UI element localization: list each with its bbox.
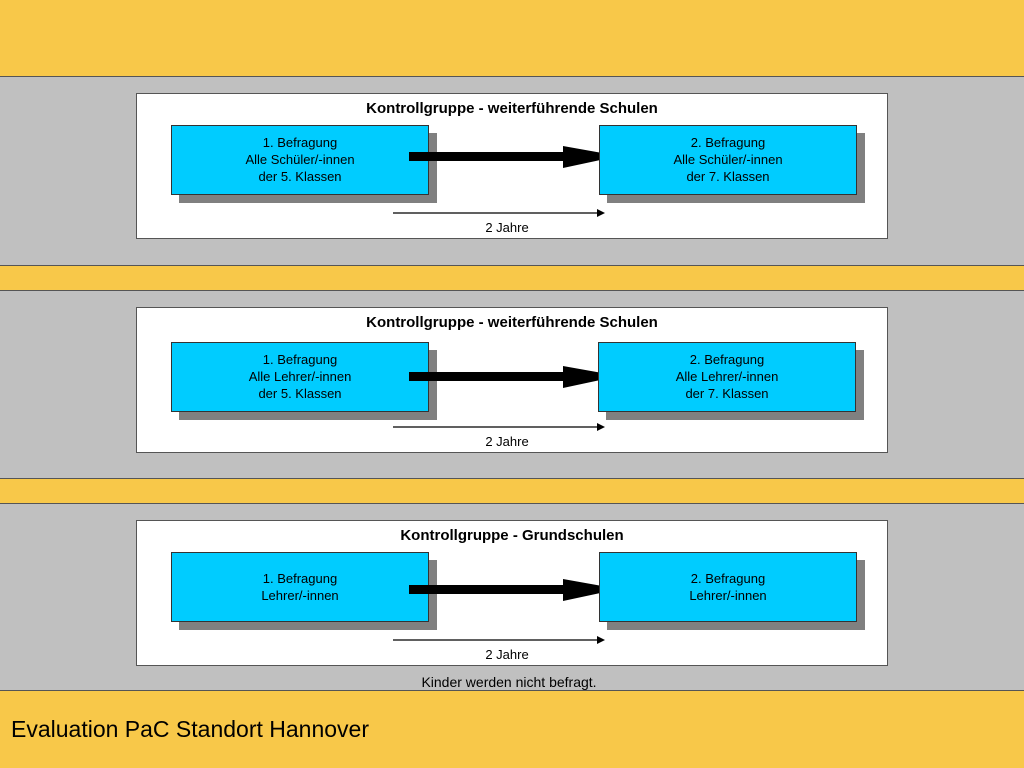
- panel-title: Kontrollgruppe - weiterführende Schulen: [366, 314, 658, 331]
- duration-label: 2 Jahre: [485, 220, 529, 235]
- box-line: Alle Schüler/-innen: [673, 152, 783, 167]
- panel-primary: Kontrollgruppe - Grundschulen 1. Befragu…: [136, 520, 888, 666]
- timeline-arrow: [393, 636, 605, 644]
- flow-arrow: [409, 146, 619, 168]
- box-line: 2. Befragung: [690, 135, 766, 150]
- timeline-arrow: [393, 423, 605, 431]
- flow-arrow: [409, 579, 619, 601]
- box-line: der 7. Klassen: [685, 386, 769, 401]
- box-line: Lehrer/-innen: [689, 588, 767, 603]
- panel-secondary-students: Kontrollgruppe - weiterführende Schulen …: [136, 93, 888, 239]
- panel-secondary-teachers: Kontrollgruppe - weiterführende Schulen …: [136, 307, 888, 453]
- duration-label: 2 Jahre: [485, 434, 529, 449]
- box-line: 1. Befragung: [262, 352, 338, 367]
- box-line: 1. Befragung: [262, 135, 338, 150]
- band-students: Kontrollgruppe - weiterführende Schulen …: [0, 76, 1024, 266]
- first-survey-box: 1. Befragung Lehrer/-innen: [171, 552, 429, 622]
- panel-title: Kontrollgruppe - weiterführende Schulen: [366, 100, 658, 117]
- first-survey-box: 1. Befragung Alle Lehrer/-innen der 5. K…: [171, 342, 429, 412]
- footer-title: Evaluation PaC Standort Hannover: [11, 716, 369, 742]
- timeline-arrow: [393, 209, 605, 217]
- box-line: der 5. Klassen: [258, 386, 342, 401]
- box-line: Lehrer/-innen: [261, 588, 339, 603]
- second-survey-box: 2. Befragung Alle Lehrer/-innen der 7. K…: [598, 342, 856, 412]
- first-survey-box: 1. Befragung Alle Schüler/-innen der 5. …: [171, 125, 429, 195]
- box-line: Alle Schüler/-innen: [245, 152, 355, 167]
- second-survey-box: 2. Befragung Lehrer/-innen: [599, 552, 857, 622]
- box-line: Alle Lehrer/-innen: [675, 369, 779, 384]
- second-survey-box: 2. Befragung Alle Schüler/-innen der 7. …: [599, 125, 857, 195]
- panel-title: Kontrollgruppe - Grundschulen: [400, 527, 624, 544]
- flow-arrow: [409, 366, 619, 388]
- band-teachers-secondary: Kontrollgruppe - weiterführende Schulen …: [0, 290, 1024, 479]
- box-line: 2. Befragung: [690, 571, 766, 586]
- band-primary: Kontrollgruppe - Grundschulen 1. Befragu…: [0, 503, 1024, 691]
- box-line: der 7. Klassen: [686, 169, 770, 184]
- duration-label: 2 Jahre: [485, 647, 529, 662]
- box-line: 2. Befragung: [689, 352, 765, 367]
- note-text: Kinder werden nicht befragt.: [421, 674, 597, 690]
- box-line: 1. Befragung: [262, 571, 338, 586]
- box-line: der 5. Klassen: [258, 169, 342, 184]
- box-line: Alle Lehrer/-innen: [248, 369, 352, 384]
